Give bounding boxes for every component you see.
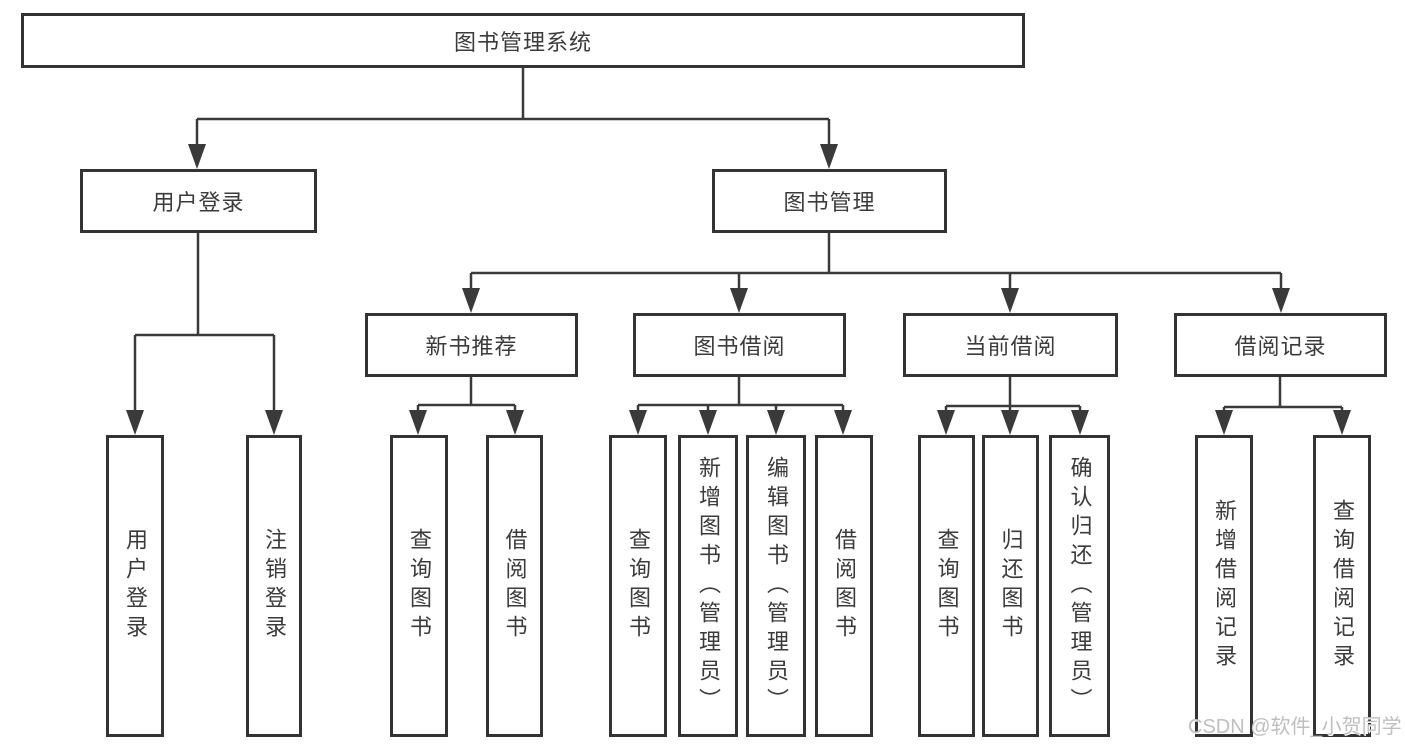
node-book-management: 图书管理	[712, 169, 947, 233]
node-root-label: 图书管理系统	[453, 29, 592, 55]
leaf-query-borrow-record-label: 查询借阅记录	[1330, 499, 1355, 673]
leaf-edit-books-admin-label: 编辑图书（管理员）	[764, 455, 789, 717]
leaf-query-books-borrowing: 查询图书	[609, 435, 667, 737]
leaf-borrow-books-borrowing-label: 借阅图书	[832, 528, 857, 644]
node-current-borrowing: 当前借阅	[903, 313, 1118, 377]
node-new-book-recommend-label: 新书推荐	[425, 334, 518, 359]
watermark: CSDN @软件_小贺同学	[1188, 716, 1402, 738]
leaf-query-books-recommend: 查询图书	[390, 435, 448, 737]
leaf-add-borrow-record: 新增借阅记录	[1195, 435, 1253, 737]
leaf-query-borrow-record: 查询借阅记录	[1313, 435, 1371, 737]
leaf-return-books-label: 归还图书	[998, 528, 1024, 644]
node-new-book-recommend: 新书推荐	[365, 313, 578, 377]
leaf-borrow-books-borrowing: 借阅图书	[815, 435, 873, 737]
leaf-user-login: 用户登录	[106, 435, 164, 737]
leaf-return-books: 归还图书	[982, 435, 1039, 737]
leaf-user-login-label: 用户登录	[123, 528, 148, 644]
node-user-login-label: 用户登录	[152, 190, 245, 215]
leaf-query-books-current-label: 查询图书	[934, 528, 960, 644]
leaf-query-books-recommend-label: 查询图书	[407, 528, 432, 644]
node-user-login: 用户登录	[80, 169, 317, 233]
leaf-add-books-admin-label: 新增图书（管理员）	[696, 455, 721, 717]
leaf-logout: 注销登录	[246, 435, 302, 737]
leaf-confirm-return-admin-label: 确认归还（管理员）	[1067, 455, 1093, 717]
leaf-add-books-admin: 新增图书（管理员）	[678, 435, 738, 737]
leaf-edit-books-admin: 编辑图书（管理员）	[746, 435, 806, 737]
node-borrowing-records: 借阅记录	[1174, 313, 1387, 377]
node-book-borrowing: 图书借阅	[633, 313, 846, 377]
leaf-confirm-return-admin: 确认归还（管理员）	[1049, 435, 1110, 737]
node-root: 图书管理系统	[21, 13, 1025, 68]
leaf-add-borrow-record-label: 新增借阅记录	[1212, 499, 1237, 673]
leaf-query-books-current: 查询图书	[918, 435, 975, 737]
leaf-query-books-borrowing-label: 查询图书	[626, 528, 651, 644]
leaf-logout-label: 注销登录	[262, 528, 287, 644]
node-borrowing-records-label: 借阅记录	[1234, 334, 1327, 359]
node-book-borrowing-label: 图书借阅	[693, 334, 786, 359]
node-current-borrowing-label: 当前借阅	[964, 334, 1057, 359]
leaf-borrow-books-recommend: 借阅图书	[486, 435, 543, 737]
node-book-management-label: 图书管理	[783, 190, 876, 215]
leaf-borrow-books-recommend-label: 借阅图书	[502, 528, 528, 644]
